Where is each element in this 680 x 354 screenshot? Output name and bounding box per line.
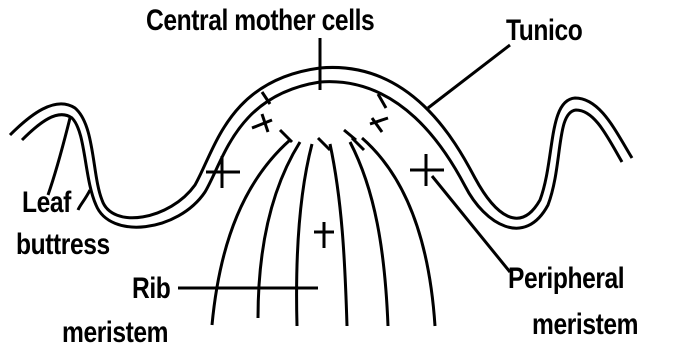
- label-peripheral-meristem-line2: meristem: [532, 308, 638, 342]
- leaf-buttress-line: [48, 118, 70, 195]
- rib-line: [330, 144, 347, 326]
- label-tunico: Tunico: [506, 14, 582, 48]
- rib-line: [362, 138, 435, 326]
- leader-tunico: [428, 45, 510, 108]
- label-rib-meristem-line2: meristem: [62, 316, 168, 350]
- label-peripheral-meristem-line1: Peripheral: [508, 262, 624, 296]
- rib-line: [350, 142, 388, 326]
- label-leaf-buttress-line1: Leaf: [22, 186, 71, 220]
- tunica-inner-line: [22, 82, 622, 229]
- label-leaf-buttress-line2: buttress: [16, 228, 110, 262]
- label-central-mother-cells: Central mother cells: [146, 4, 374, 38]
- rib-line: [297, 144, 312, 326]
- label-rib-meristem-line1: Rib: [132, 272, 170, 306]
- rib-line: [212, 140, 290, 325]
- leaf-buttress-line: [78, 190, 90, 210]
